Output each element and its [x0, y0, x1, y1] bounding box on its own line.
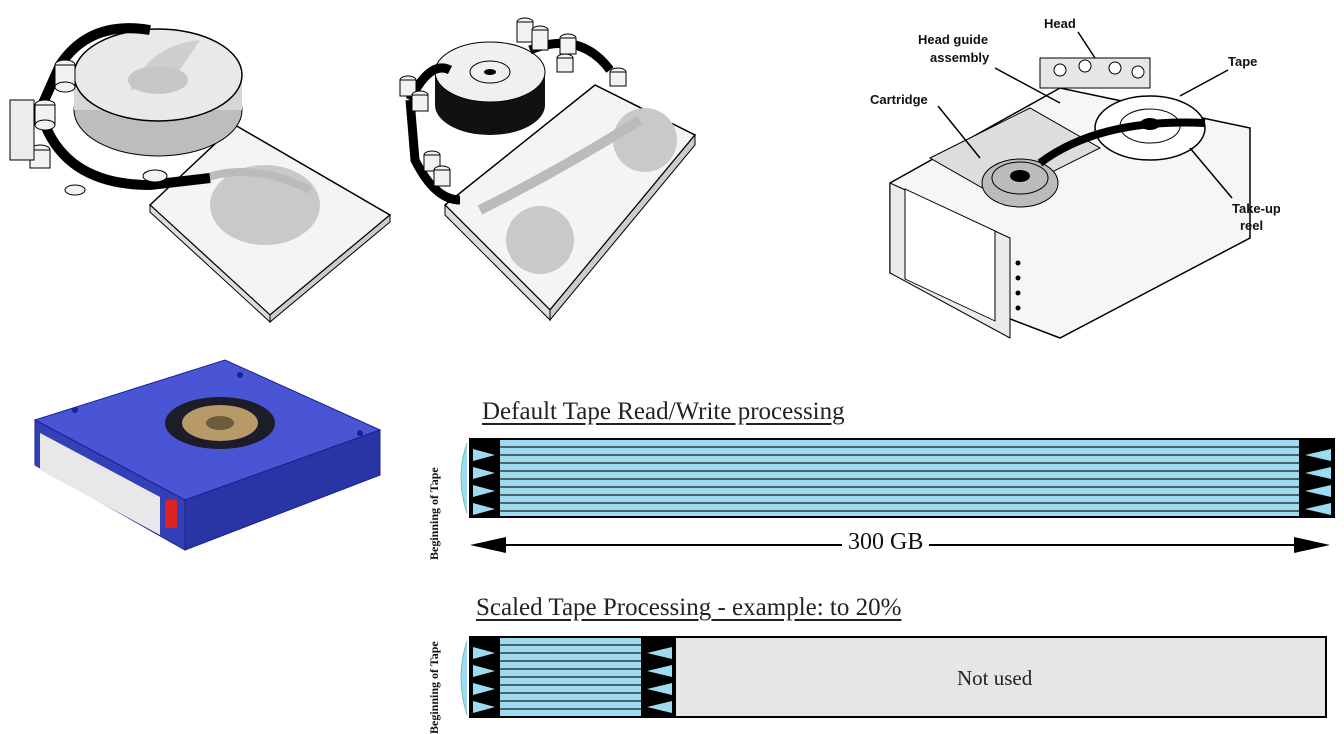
- tape-drive-diagram: Head Head guide assembly Tape Cartridge …: [860, 8, 1280, 348]
- scaled-processing-title: Scaled Tape Processing - example: to 20%: [476, 594, 901, 622]
- callout-takeup-2: reel: [1240, 218, 1263, 233]
- default-tape-bar: [455, 437, 1337, 519]
- default-processing-title: Default Tape Read/Write processing: [482, 398, 845, 426]
- not-used-label: Not used: [957, 666, 1032, 691]
- dual-reel-diagram: [390, 10, 700, 330]
- beginning-of-tape-label-scaled: Beginning of Tape: [427, 641, 442, 734]
- beginning-of-tape-label: Beginning of Tape: [427, 467, 442, 560]
- used-area: [470, 637, 675, 717]
- callout-takeup: Take-up: [1232, 201, 1280, 216]
- callout-cartridge: Cartridge: [870, 92, 928, 107]
- tape-cartridge-image: [30, 355, 390, 555]
- callout-tape: Tape: [1228, 54, 1257, 69]
- callout-head-guide-2: assembly: [930, 50, 990, 65]
- single-reel-diagram: [0, 0, 400, 325]
- scaled-tape-bar: [455, 635, 1329, 720]
- callout-head-guide: Head guide: [918, 32, 988, 47]
- capacity-label: 300 GB: [842, 529, 929, 556]
- callout-head: Head: [1044, 16, 1076, 31]
